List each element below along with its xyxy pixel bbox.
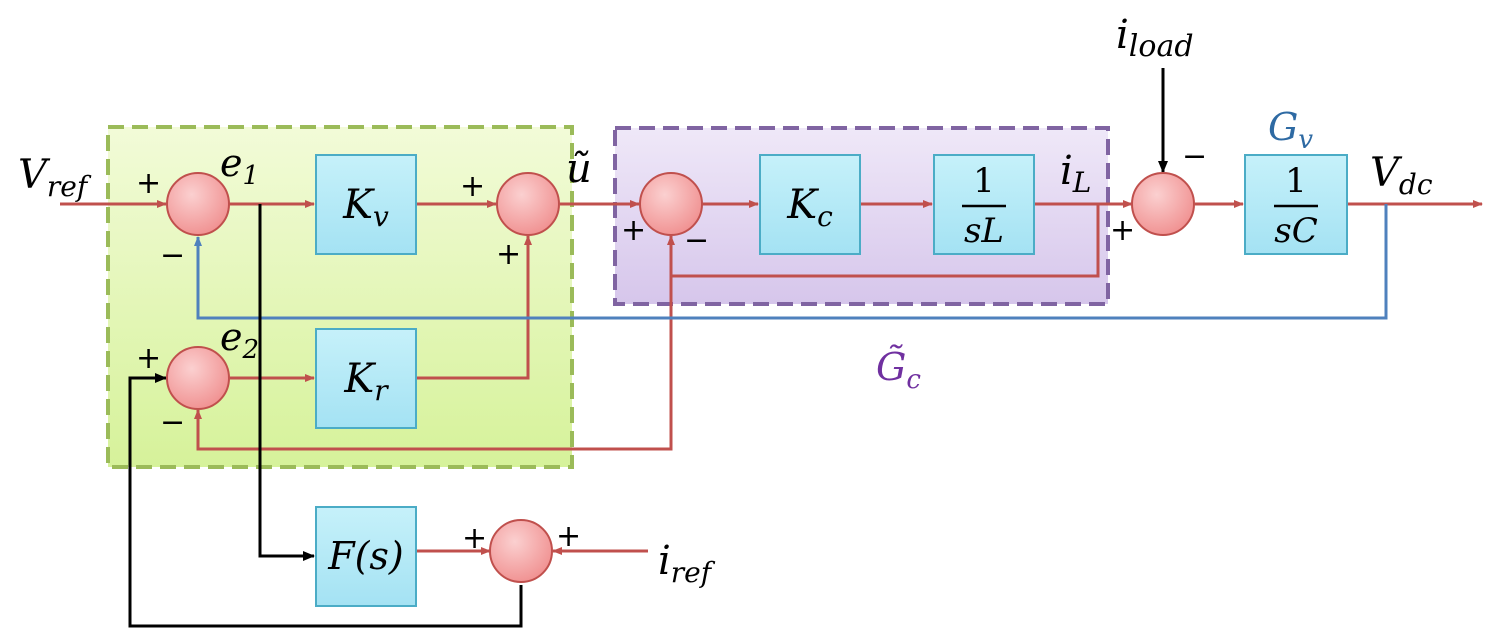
svg-text:+: + [136, 166, 161, 201]
label-u-tilde: ũ [566, 146, 592, 192]
svg-text:Kr: Kr [343, 356, 389, 407]
svg-text:sL: sL [964, 211, 1004, 251]
svg-text:+: + [496, 237, 521, 272]
junction-iref [489, 519, 553, 583]
summing-junctions [166, 172, 1195, 583]
svg-text:sC: sC [1274, 211, 1317, 251]
svg-text:+: + [462, 521, 487, 556]
junction-e2 [166, 346, 230, 410]
svg-text:+: + [136, 341, 161, 376]
auxiliary-lines [128, 68, 1168, 628]
label-i-ref: iref [658, 538, 716, 589]
block-capacitor: 1 sC [1244, 154, 1348, 255]
label-e2: e2 [220, 315, 259, 365]
svg-text:F(s): F(s) [327, 534, 404, 578]
label-e1: e1 [220, 141, 259, 191]
junction-load [1131, 172, 1195, 236]
svg-text:Kc: Kc [786, 182, 833, 233]
svg-text:−: − [1182, 139, 1207, 174]
svg-text:Kv: Kv [342, 182, 389, 233]
block-inductor: 1 sL [933, 154, 1035, 255]
svg-text:1: 1 [1285, 161, 1307, 201]
svg-text:−: − [684, 223, 709, 258]
junction-e1 [166, 172, 230, 236]
block-filter: F(s) [315, 506, 417, 607]
block-kv: Kv [315, 154, 417, 255]
svg-text:1: 1 [973, 161, 995, 201]
label-g-v: Gv [1268, 105, 1313, 155]
label-i-load: iload [1116, 12, 1194, 64]
svg-text:+: + [460, 169, 485, 204]
svg-text:+: + [621, 213, 646, 248]
label-g-c-tilde: G̃c [876, 345, 921, 395]
junction-signs: + − + − + + + − − + + + [136, 139, 1207, 556]
label-v-ref: Vref [18, 152, 92, 203]
svg-text:−: − [160, 238, 185, 273]
svg-text:+: + [556, 519, 581, 554]
voltage-feedback-line [194, 204, 1388, 320]
junction-current [639, 172, 703, 236]
label-i-l: iL [1060, 148, 1091, 199]
junction-u [496, 172, 560, 236]
svg-text:+: + [1110, 213, 1135, 248]
label-v-dc: Vdc [1370, 150, 1433, 201]
block-kc: Kc [759, 154, 861, 255]
svg-text:−: − [160, 405, 185, 440]
block-kr: Kr [315, 328, 417, 429]
signal-lines [60, 200, 1483, 555]
